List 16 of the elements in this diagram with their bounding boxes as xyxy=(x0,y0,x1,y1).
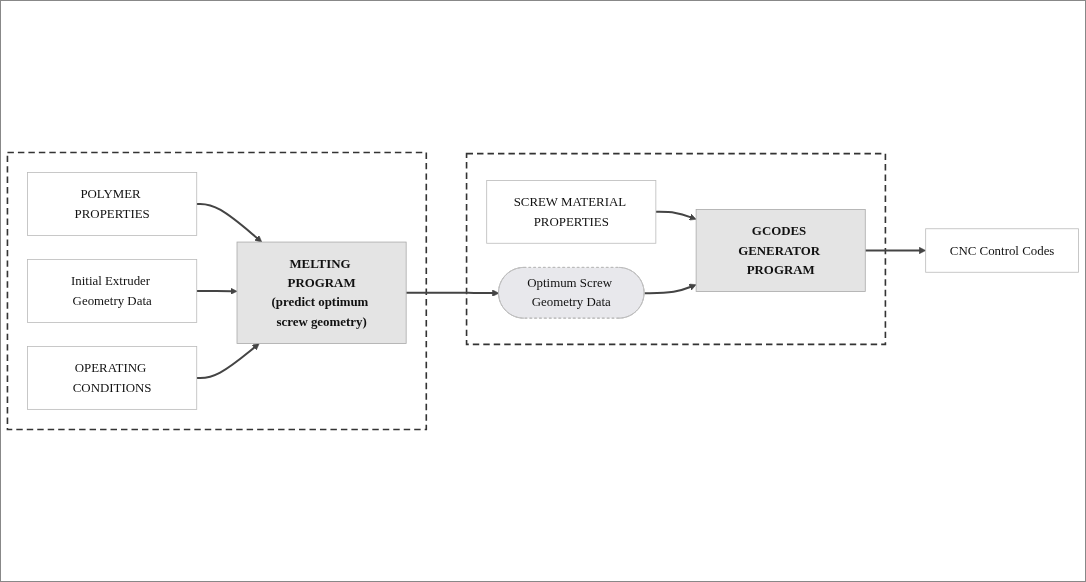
arrow xyxy=(196,203,263,243)
node-box: SCREW MATERIAL PROPERTIES xyxy=(486,180,657,244)
arrow xyxy=(655,210,697,221)
node-box: Initial Extruder Geometry Data xyxy=(27,259,198,323)
node-box: OPERATING CONDITIONS xyxy=(27,346,198,410)
node-box: GCODES GENERATOR PROGRAM xyxy=(695,209,866,292)
arrow xyxy=(406,289,500,297)
cluster xyxy=(6,151,428,431)
arrow xyxy=(644,283,697,295)
arrow xyxy=(865,247,926,255)
node-box: POLYMER PROPERTIES xyxy=(27,172,198,236)
arrow xyxy=(196,287,238,295)
node-box: CNC Control Codes xyxy=(925,228,1079,273)
node-box: MELTING PROGRAM (predict optimum screw geometry) xyxy=(236,241,407,344)
cluster xyxy=(465,152,887,346)
arrow xyxy=(196,343,260,379)
